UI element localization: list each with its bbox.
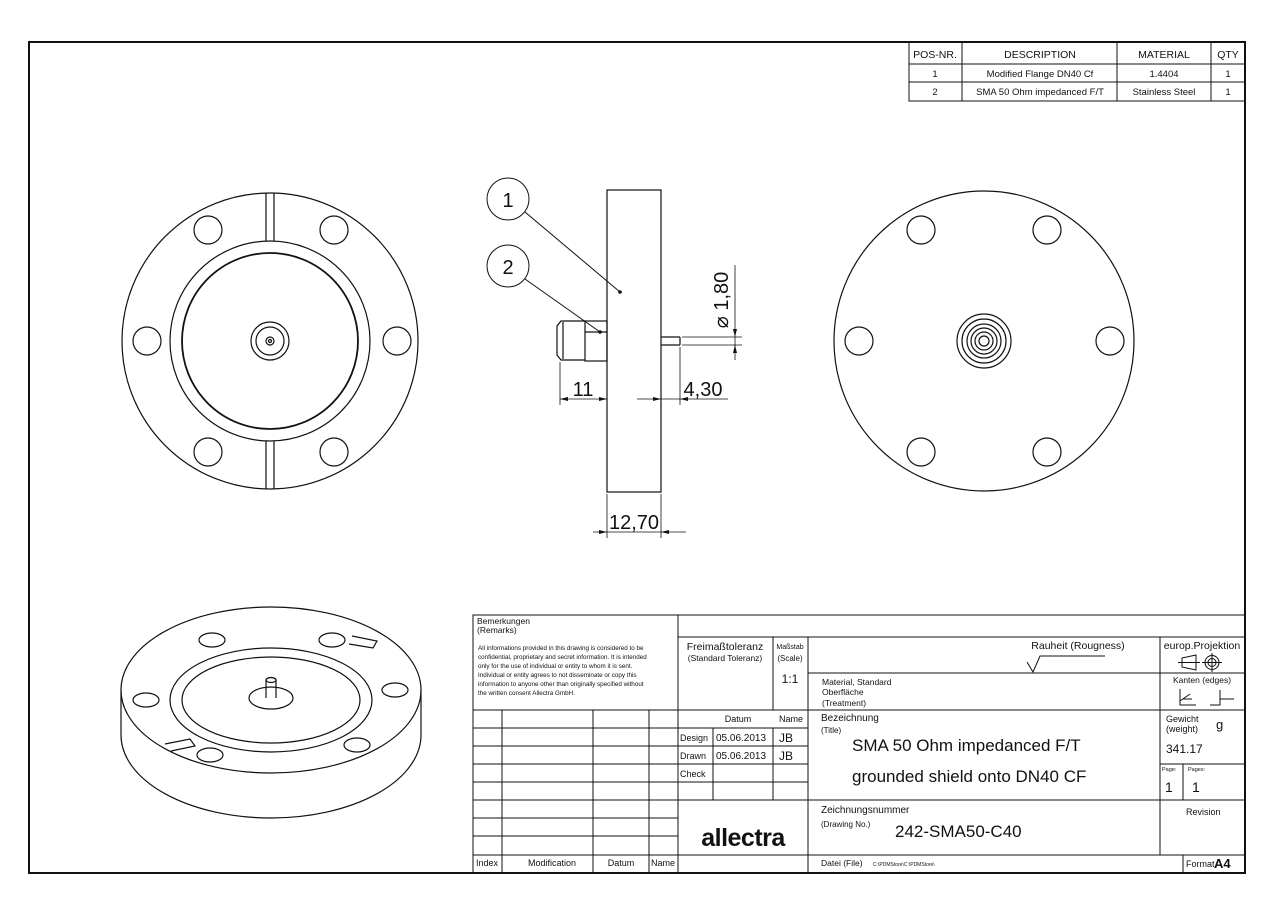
col-header-pos: POS-NR. (913, 49, 957, 61)
row2-description: SMA 50 Ohm impedanced F/T (976, 87, 1104, 98)
design-label: Design (680, 733, 708, 743)
row1-description: Modified Flange DN40 Cf (987, 69, 1094, 80)
weight-value: 341.17 (1166, 742, 1203, 756)
row1-pos: 1 (932, 69, 937, 80)
pages-value: 1 (1192, 779, 1200, 795)
surface-label: Oberfläche (822, 687, 864, 697)
scale-label-en: (Scale) (777, 654, 803, 663)
row1-qty: 1 (1225, 69, 1230, 80)
parts-list-table (908, 41, 1246, 102)
check-label: Check (680, 769, 706, 779)
drawn-name: JB (779, 749, 793, 763)
page-label: Page: (1162, 767, 1177, 773)
balloon-1: 1 (486, 177, 622, 294)
designation-label-en: (Title) (821, 726, 841, 735)
scale-value: 1:1 (782, 672, 799, 686)
remarks-label-en: (Remarks) (477, 625, 517, 635)
balloon-2-label: 2 (502, 257, 513, 279)
format-label: Format (1186, 859, 1215, 869)
dim-diameter: ⌀ 1,80 (711, 272, 733, 329)
row2-qty: 1 (1225, 87, 1230, 98)
roughness-label: Rauheit (Rougness) (1031, 640, 1124, 652)
design-name: JB (779, 731, 793, 745)
pages-label: Pages: (1188, 767, 1206, 773)
designation-label: Bezeichnung (821, 713, 879, 724)
confidential-line-4: Individual or entity agrees to not disse… (478, 672, 637, 679)
page-value: 1 (1165, 779, 1173, 795)
design-date: 05.06.2013 (716, 733, 766, 744)
title-line-2: grounded shield onto DN40 CF (852, 767, 1086, 786)
revision-datum-label: Datum (608, 858, 635, 868)
index-label: Index (476, 858, 499, 868)
row2-material: Stainless Steel (1133, 87, 1196, 98)
allectra-logo: allectra (701, 824, 787, 852)
revision-name-label: Name (651, 858, 675, 868)
dimension-arrows (560, 329, 737, 534)
edges-label: Kanten (edges) (1173, 675, 1231, 685)
balloon-2: 2 (486, 244, 602, 334)
file-label: Datei (File) (821, 858, 863, 868)
confidential-line-5: information to anyone other than origina… (478, 681, 644, 688)
confidential-line-3: only for the use of individual or entity… (478, 663, 633, 670)
dim-length-right: 4,30 (684, 379, 723, 401)
logo-text: allectra (701, 824, 786, 852)
scale-label: Maßstab (776, 644, 803, 651)
dim-thickness: 12,70 (609, 512, 659, 534)
projection-symbol-icon (1178, 653, 1222, 672)
flange-rear-view (833, 190, 1135, 492)
revision-label: Revision (1186, 807, 1221, 817)
drawn-date: 05.06.2013 (716, 751, 766, 762)
row1-material: 1.4404 (1149, 69, 1178, 80)
edges-symbol-icon (1179, 689, 1234, 706)
balloon-1-label: 1 (502, 190, 513, 212)
title-line-1: SMA 50 Ohm impedanced F/T (852, 736, 1081, 755)
confidential-line-1: All informations provided in this drawin… (478, 645, 644, 652)
material-label: Material, Standard (822, 677, 892, 687)
surface-label-en: (Treatment) (822, 698, 866, 708)
file-path: C:\PDMStore\C:\PDMStore\ (873, 862, 935, 868)
projection-label: europ.Projektion (1164, 640, 1241, 652)
drawing-no-label: Zeichnungsnummer (821, 805, 910, 816)
col-header-description: DESCRIPTION (1004, 49, 1076, 61)
tolerance-label: Freimaßtoleranz (687, 641, 763, 653)
remarks-label: Bemerkungen (477, 616, 530, 626)
flange-front-view (121, 192, 419, 490)
col-header-qty: QTY (1217, 49, 1239, 61)
confidential-line-6: the written consent Allectra GmbH. (478, 690, 575, 697)
title-block-grid (472, 614, 1246, 874)
drawn-label: Drawn (680, 751, 706, 761)
weight-label-en: (weight) (1166, 724, 1198, 734)
weight-unit: g (1216, 717, 1223, 732)
drawing-no-label-en: (Drawing No.) (821, 820, 871, 829)
flange-side-view (556, 189, 681, 493)
drawing-number: 242-SMA50-C40 (895, 822, 1022, 841)
roughness-symbol-icon (1026, 655, 1105, 674)
dim-length-left: 11 (573, 379, 594, 401)
format-value: A4 (1214, 856, 1231, 871)
modification-label: Modification (528, 858, 576, 868)
weight-label: Gewicht (1166, 714, 1199, 724)
flange-isometric-view (120, 606, 422, 819)
col-header-material: MATERIAL (1138, 49, 1190, 61)
confidential-line-2: confidential, proprietary and secret inf… (478, 654, 647, 661)
tolerance-label-en: (Standard Toleranz) (688, 653, 763, 663)
datum-header: Datum (725, 714, 752, 724)
name-header: Name (779, 714, 803, 724)
row2-pos: 2 (932, 87, 937, 98)
